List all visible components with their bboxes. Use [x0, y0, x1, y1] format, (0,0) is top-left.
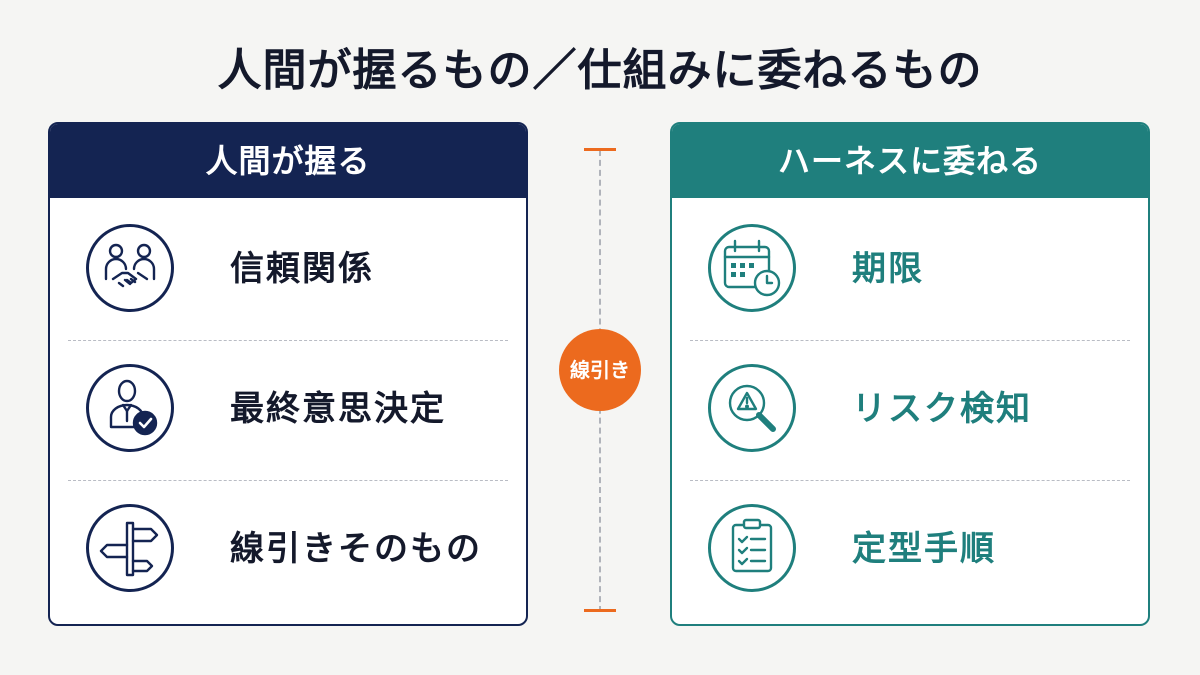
list-item: 期限 [690, 200, 1130, 338]
harness-panel-header: ハーネスに委ねる [672, 124, 1148, 198]
calendar-clock-icon [708, 224, 796, 312]
item-label: 信頼関係 [230, 249, 374, 289]
harness-panel: ハーネスに委ねる 期限 [670, 122, 1150, 626]
handshake-people-icon [86, 224, 174, 312]
item-label: 期限 [852, 249, 924, 289]
row-divider [68, 340, 508, 341]
center-line-cap-top [584, 148, 616, 151]
row-divider [690, 480, 1130, 481]
list-item: 信頼関係 [68, 200, 508, 338]
center-line-cap-bottom [584, 609, 616, 612]
list-item: 最終意思決定 [68, 340, 508, 478]
boundary-badge: 線引き [559, 329, 641, 411]
signpost-icon [86, 504, 174, 592]
item-label: リスク検知 [852, 389, 1032, 429]
item-label: 線引きそのもの [230, 529, 482, 569]
list-item: 定型手順 [690, 480, 1130, 618]
human-panel-header: 人間が握る [50, 124, 526, 198]
magnifier-warning-icon [708, 364, 796, 452]
human-panel: 人間が握る 信頼関係 最終 [48, 122, 528, 626]
row-divider [68, 480, 508, 481]
item-label: 定型手順 [852, 529, 996, 569]
clipboard-checklist-icon [708, 504, 796, 592]
row-divider [690, 340, 1130, 341]
list-item: リスク検知 [690, 340, 1130, 478]
person-check-icon [86, 364, 174, 452]
list-item: 線引きそのもの [68, 480, 508, 618]
page-title: 人間が握るもの／仕組みに委ねるもの [217, 45, 983, 96]
item-label: 最終意思決定 [230, 389, 446, 429]
